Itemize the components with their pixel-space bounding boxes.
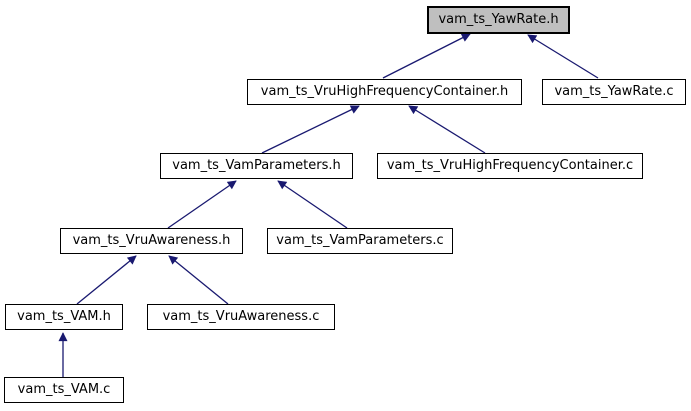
graph-node-vam-ts-vruawareness-h[interactable]: vam_ts_VruAwareness.h <box>60 228 243 254</box>
edge-vruawareness-c-to-vruawareness-h <box>168 255 229 305</box>
graph-node-vam-ts-vam-h[interactable]: vam_ts_VAM.h <box>5 304 123 330</box>
edge-vruhighfrequencycontainer-c-to-vruhighfrequencycontainer-h <box>408 105 486 154</box>
graph-node-vam-ts-vamparameters-c[interactable]: vam_ts_VamParameters.c <box>267 228 453 254</box>
edge-vamparameters-h-to-vruhighfrequencycontainer-h <box>261 105 360 154</box>
edge-yawrate-c-to-yawrate-h <box>527 34 599 79</box>
graph-node-vam-ts-vruhighfrequencycontainer-c[interactable]: vam_ts_VruHighFrequencyContainer.c <box>377 153 643 179</box>
edge-vam-h-to-vruawareness-h <box>76 255 137 305</box>
graph-node-vam-ts-yawrate-h: vam_ts_YawRate.h <box>427 6 570 34</box>
graph-node-vam-ts-vamparameters-h[interactable]: vam_ts_VamParameters.h <box>160 153 353 179</box>
graph-node-vam-ts-vruhighfrequencycontainer-h[interactable]: vam_ts_VruHighFrequencyContainer.h <box>247 79 522 105</box>
graph-node-vam-ts-vam-c[interactable]: vam_ts_VAM.c <box>4 377 124 403</box>
edge-vruhighfrequencycontainer-h-to-yawrate-h <box>382 33 471 79</box>
graph-node-vam-ts-yawrate-c[interactable]: vam_ts_YawRate.c <box>542 79 686 105</box>
edge-vamparameters-c-to-vamparameters-h <box>277 180 348 229</box>
edge-vruawareness-h-to-vamparameters-h <box>167 180 237 229</box>
graph-node-vam-ts-vruawareness-c[interactable]: vam_ts_VruAwareness.c <box>147 304 335 330</box>
